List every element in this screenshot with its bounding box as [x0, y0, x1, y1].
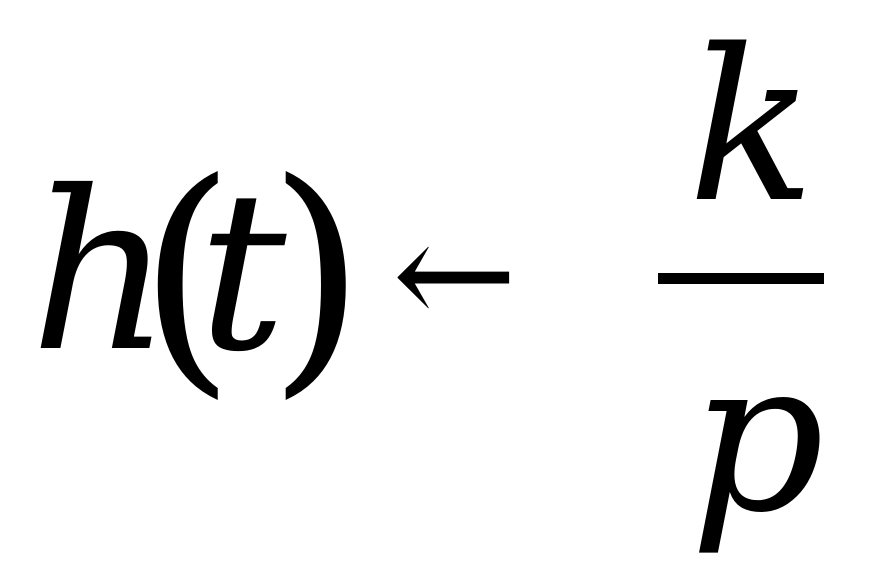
open-parenthesis: (	[138, 129, 236, 420]
close-parenthesis: )	[268, 129, 366, 420]
function-name: h	[30, 144, 172, 400]
fraction-bar	[658, 273, 824, 284]
variable: t	[198, 144, 287, 400]
fraction-numerator: k	[688, 4, 816, 249]
fraction-denominator: p	[690, 314, 825, 559]
left-arrow-icon: ←	[392, 188, 518, 362]
